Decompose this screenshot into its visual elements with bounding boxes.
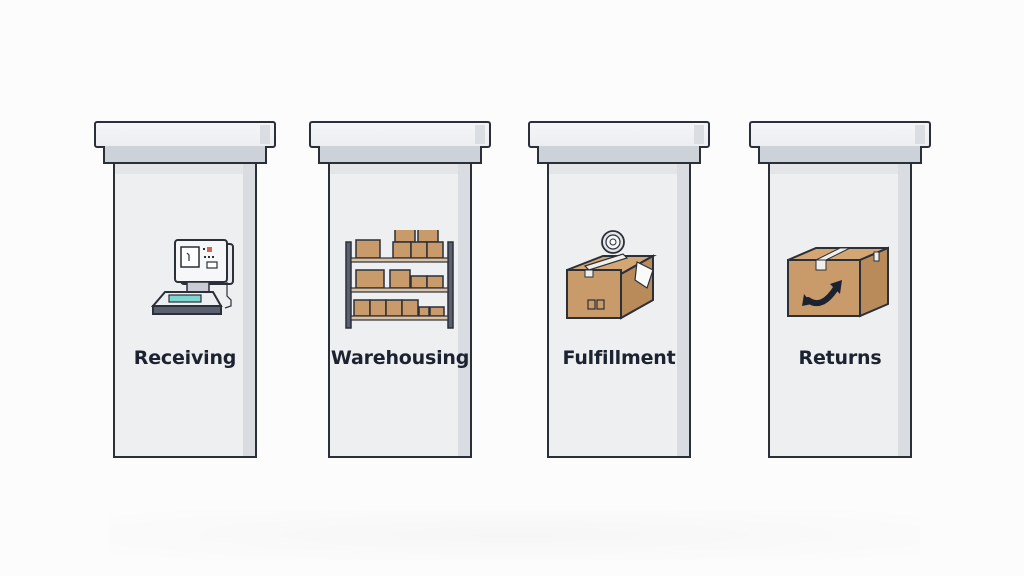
- pillar-neck: [537, 146, 701, 164]
- pillar-label: Fulfillment: [562, 347, 676, 369]
- pillar-cap: [528, 121, 710, 148]
- pillar-cap: [309, 121, 491, 148]
- pillar-receiving: Receiving: [94, 121, 276, 458]
- pillar-warehousing: Warehousing: [309, 121, 491, 458]
- pillar-cap: [94, 121, 276, 148]
- pillar-label: Returns: [798, 347, 882, 369]
- scanner-terminal-icon: [150, 239, 234, 315]
- pillar-label: Warehousing: [330, 347, 470, 369]
- return-box-icon: [787, 246, 889, 318]
- taped-box-icon: [566, 230, 657, 320]
- pillar-body: Fulfillment: [547, 164, 691, 458]
- pillar-body: Warehousing: [328, 164, 472, 458]
- pillar-body: Returns: [768, 164, 912, 458]
- pillar-fulfillment: Fulfillment: [528, 121, 710, 458]
- pillar-cap: [749, 121, 931, 148]
- pillar-neck: [758, 146, 922, 164]
- shelving-boxes-icon: [345, 230, 454, 329]
- pillar-label: Receiving: [133, 347, 237, 369]
- pillar-returns: Returns: [749, 121, 931, 458]
- pillar-neck: [103, 146, 267, 164]
- pillar-neck: [318, 146, 482, 164]
- pillar-body: Receiving: [113, 164, 257, 458]
- floor-shadow: [110, 510, 920, 560]
